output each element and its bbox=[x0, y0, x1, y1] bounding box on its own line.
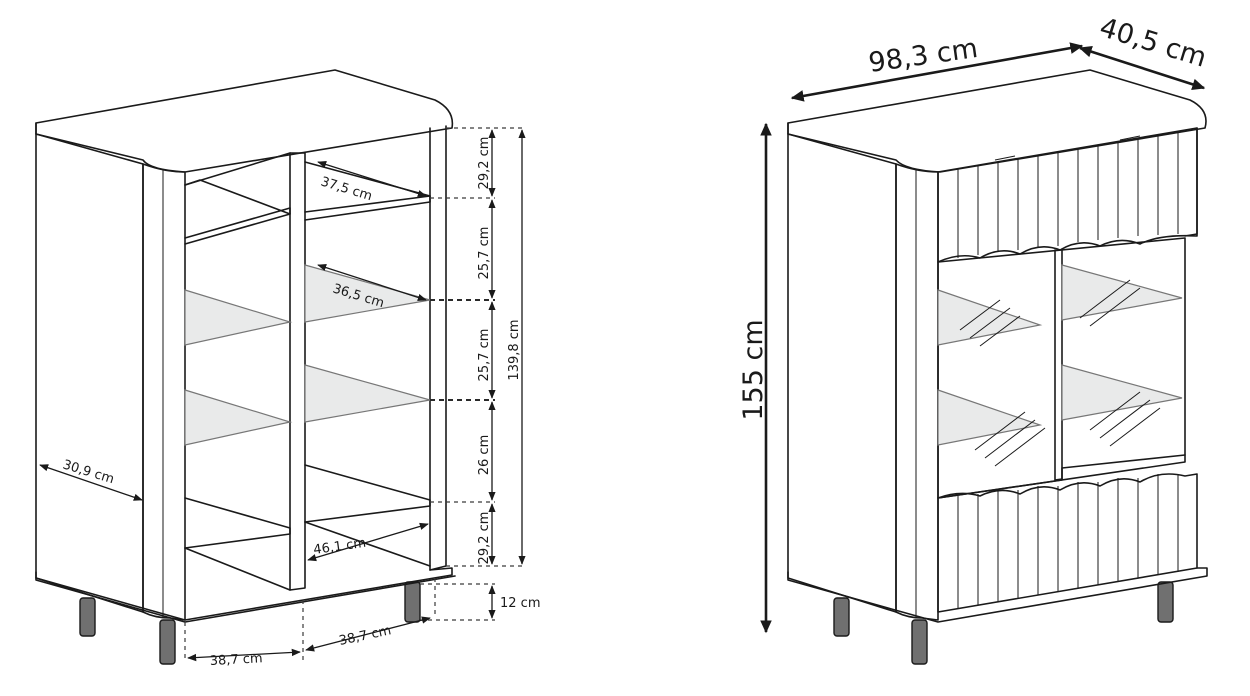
top-panel-r bbox=[787, 69, 1207, 173]
left-side-panel-r bbox=[787, 133, 897, 613]
front-stile-r bbox=[895, 163, 939, 621]
shelf-right-top bbox=[304, 195, 431, 221]
glass-shelf-left-1 bbox=[184, 289, 293, 346]
leg-front-right bbox=[404, 581, 421, 623]
leg-front-left-r bbox=[911, 619, 928, 665]
label-width-right: 38,7 cm bbox=[338, 623, 393, 649]
label-shelf-gap-upper: 25,7 cm bbox=[477, 227, 492, 280]
label-bottom-depth: 46,1 cm bbox=[312, 536, 366, 558]
label-height: 155 cm bbox=[738, 319, 769, 420]
fluted-band-upper bbox=[937, 127, 1198, 263]
right-dimension-lines bbox=[760, 42, 1206, 634]
center-divider bbox=[289, 152, 306, 591]
label-side-depth: 30,9 cm bbox=[61, 457, 116, 487]
leg-back-left bbox=[79, 597, 96, 637]
shelf-right-bottom bbox=[304, 464, 431, 523]
label-top-compartment-height: 29,2 cm bbox=[477, 137, 492, 190]
top-panel bbox=[35, 69, 454, 173]
glass-shelf-r-4 bbox=[1061, 364, 1183, 421]
left-dimension-lines bbox=[39, 127, 526, 662]
open-cabinet-drawing bbox=[35, 69, 456, 665]
glass-reflection-marks bbox=[959, 279, 1161, 467]
glass-shelf-right-2 bbox=[304, 364, 431, 423]
label-shelf-gap-lower: 26 cm bbox=[477, 435, 492, 476]
label-shelf-gap-middle: 25,7 cm bbox=[477, 329, 492, 382]
label-depth: 40,5 cm bbox=[1096, 12, 1210, 74]
shelf-left-top bbox=[184, 207, 291, 245]
leg-front-left bbox=[159, 619, 176, 665]
fluted-band-lower bbox=[937, 473, 1198, 613]
label-bottom-compartment-height: 29,2 cm bbox=[477, 512, 492, 565]
right-dimension-labels: 98,3 cm 40,5 cm 155 cm bbox=[738, 12, 1210, 421]
leg-back-left-r bbox=[833, 597, 850, 637]
left-side-panel bbox=[35, 133, 144, 613]
closed-cabinet-drawing bbox=[787, 69, 1208, 665]
glass-shelf-r-2 bbox=[937, 389, 1043, 446]
door-divider bbox=[1054, 248, 1063, 481]
label-total-inner-height: 139,8 cm bbox=[507, 319, 522, 380]
shelf-left-bottom bbox=[184, 497, 291, 549]
glass-shelf-r-3 bbox=[1061, 264, 1183, 321]
right-side-panel bbox=[429, 125, 447, 571]
leg-front-right-r bbox=[1157, 581, 1174, 623]
glass-shelf-left-2 bbox=[184, 389, 293, 446]
front-stile bbox=[142, 163, 186, 621]
label-width: 98,3 cm bbox=[867, 33, 980, 79]
label-leg-height: 12 cm bbox=[500, 596, 541, 611]
glass-shelf-r-1 bbox=[937, 289, 1043, 346]
label-width-left: 38,7 cm bbox=[209, 651, 263, 669]
